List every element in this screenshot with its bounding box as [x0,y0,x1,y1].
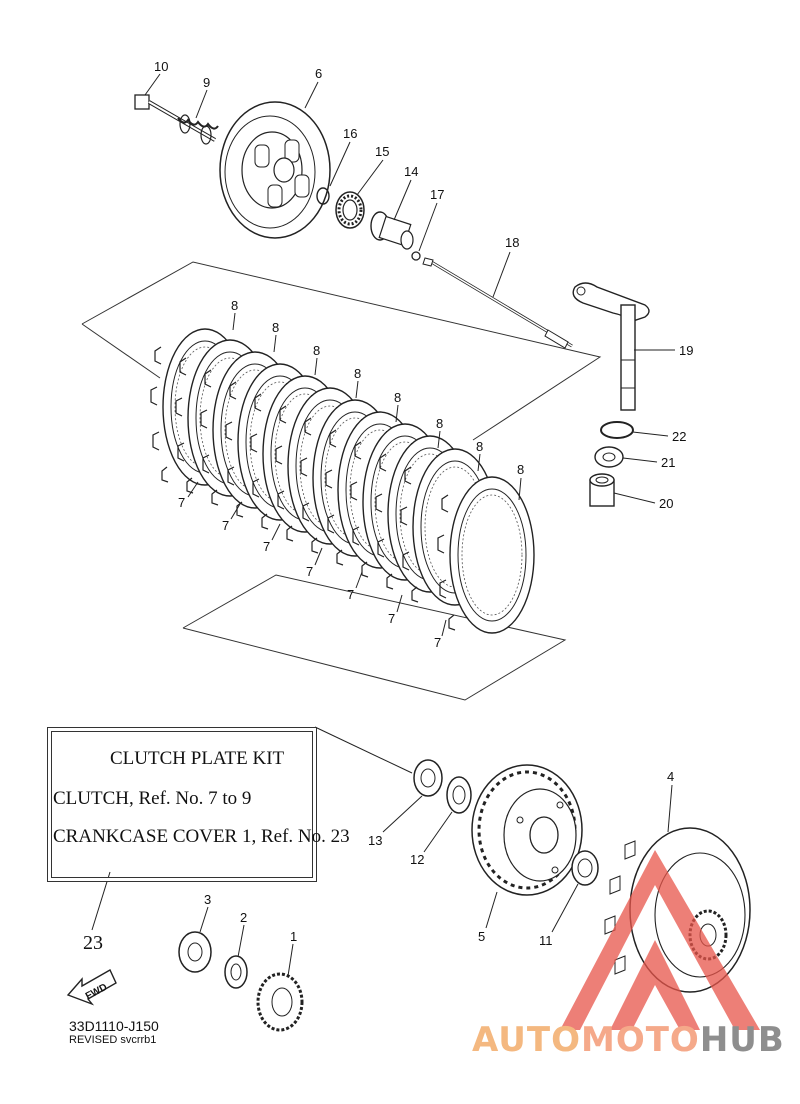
callout-8-f: 8 [436,416,443,431]
diagram-code: 33D1110-J150 [69,1018,159,1034]
callout-7-e: 7 [347,587,354,602]
callout-7-b: 7 [222,518,229,533]
callout-9: 9 [203,75,210,90]
callout-13: 13 [368,833,382,848]
callout-7-a: 7 [178,495,185,510]
callout-17: 17 [430,187,444,202]
circlip-22 [600,421,634,439]
kit-title: CLUTCH PLATE KIT [110,748,285,769]
clutch-plate-kit-box: CLUTCH PLATE KIT CLUTCH, Ref. No. 7 to 9… [47,727,350,882]
ball [411,251,421,261]
callout-7-f: 7 [388,611,395,626]
ref-23: 23 [83,932,103,954]
callout-6: 6 [315,66,322,81]
callout-21: 21 [661,455,675,470]
callout-1: 1 [290,929,297,944]
callout-3: 3 [204,892,211,907]
washer-12 [446,776,472,814]
push-piece [370,211,414,250]
watermark-logo [560,850,760,1030]
callout-8-e: 8 [394,390,401,405]
kit-line-1: CLUTCH, Ref. No. 7 to 9 [53,788,252,809]
callout-7-c: 7 [263,539,270,554]
circlip [316,187,330,205]
watermark-text: AUTOMOTOHUB [472,1020,785,1060]
watermark-part-3: HUB [699,1020,785,1060]
fwd-arrow: FWD [66,969,117,1006]
callout-18: 18 [505,235,519,250]
callout-7-d: 7 [306,564,313,579]
callout-7-g: 7 [434,635,441,650]
callout-8-c: 8 [313,343,320,358]
callout-12: 12 [410,852,424,867]
watermark-part-1: AUTO [472,1020,581,1060]
bolt [134,94,216,142]
callout-4: 4 [667,769,674,784]
bush [589,473,615,507]
bearing [335,191,365,229]
callout-10: 10 [154,59,168,74]
callout-8-g: 8 [476,439,483,454]
pressure-plate [219,101,331,239]
callout-14: 14 [404,164,418,179]
leader-lines [91,73,675,977]
callout-8-a: 8 [231,298,238,313]
callout-8-h: 8 [517,462,524,477]
push-rod [422,257,573,349]
nut [413,759,443,797]
callout-22: 22 [672,429,686,444]
callout-5: 5 [478,929,485,944]
primary-gear [256,972,304,1032]
callout-8-b: 8 [272,320,279,335]
watermark-part-2: MOTO [580,1020,700,1060]
clutch-plate-stack [150,328,535,634]
callout-15: 15 [375,144,389,159]
kit-line-2: CRANKCASE COVER 1, Ref. No. 23 [53,826,350,847]
washer-2 [224,955,248,989]
oil-seal [594,446,624,468]
callout-8-d: 8 [354,366,361,381]
callout-2: 2 [240,910,247,925]
callout-20: 20 [659,496,673,511]
callout-11: 11 [539,933,553,948]
clutch-boss [471,764,583,896]
spring [177,114,219,145]
pull-lever [572,282,650,411]
callout-19: 19 [679,343,693,358]
spacer-3 [178,931,212,973]
callout-16: 16 [343,126,357,141]
revision-note: REVISED svcrrb1 [69,1034,157,1046]
thrust-washer [571,850,599,886]
